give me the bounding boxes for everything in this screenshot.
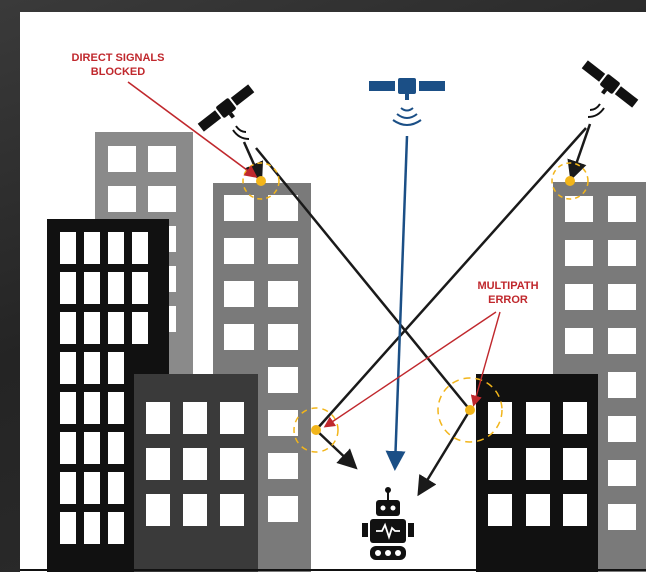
left-reflection-to-receiver xyxy=(316,430,354,466)
robot-icon xyxy=(362,487,414,560)
building-front-left-dark xyxy=(134,374,258,572)
satellite-icon xyxy=(196,83,258,137)
direct-signal xyxy=(395,136,407,466)
satellite-icon xyxy=(369,78,445,100)
building-front-right-black xyxy=(476,374,598,572)
multipath-label-line2: ERROR xyxy=(488,294,528,306)
signal-wave-icon xyxy=(588,104,604,117)
signal-wave-icon xyxy=(393,108,421,125)
direct-signals-label-line2: BLOCKED xyxy=(91,66,145,78)
direct-signals-label-line1: DIRECT SIGNALS xyxy=(72,52,165,64)
satellite-icon xyxy=(577,59,639,113)
left-satellite-blocked-signal xyxy=(244,142,260,178)
right-reflection-to-receiver xyxy=(420,410,470,492)
multipath-label-line1: MULTIPATH xyxy=(477,280,538,292)
signal-wave-icon xyxy=(233,126,249,139)
